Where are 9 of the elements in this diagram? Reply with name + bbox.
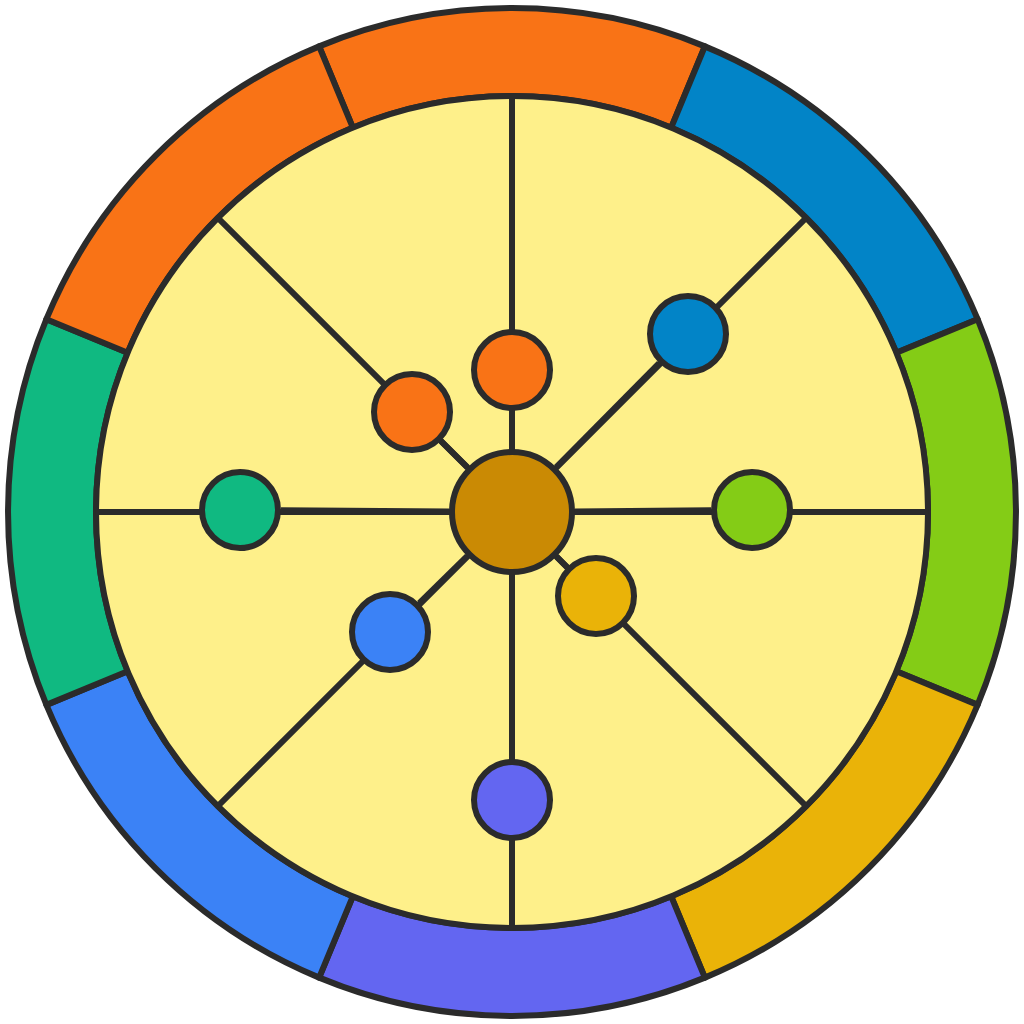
connector-line <box>509 411 515 449</box>
connector-line <box>438 438 470 470</box>
connector-line <box>554 554 570 570</box>
connector-line <box>574 507 712 515</box>
hub-circle <box>449 449 575 575</box>
connector-line <box>417 554 470 606</box>
connector-line <box>280 507 450 515</box>
connector-line <box>554 361 662 470</box>
connector-line <box>509 575 515 759</box>
